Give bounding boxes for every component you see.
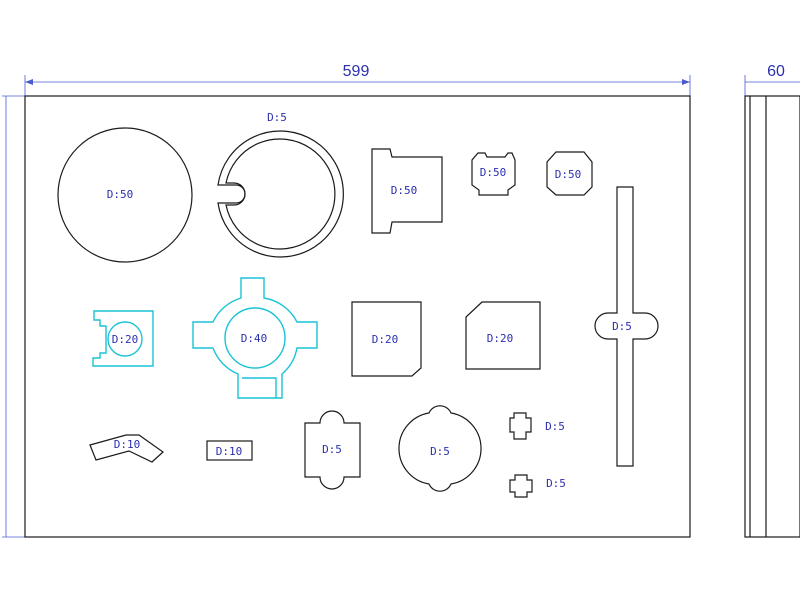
cross-label: D:40 xyxy=(241,332,268,345)
notch-block-label: D:50 xyxy=(391,184,418,197)
small-rect-cutout xyxy=(206,440,253,461)
square-2-cutout xyxy=(465,301,541,370)
bent-bar-cutout xyxy=(89,434,164,463)
small-oct-2-label: D:50 xyxy=(555,168,582,181)
rail-label: D:5 xyxy=(612,320,632,333)
width-label: 599 xyxy=(343,63,370,80)
round-lug-label: D:5 xyxy=(430,445,450,458)
cross-cutout xyxy=(192,277,318,399)
thickness-dimension: 60 xyxy=(744,63,800,96)
ring-top-label: D:5 xyxy=(267,111,287,124)
lug-block-cutout xyxy=(304,410,361,490)
foam-plate-outline xyxy=(24,95,691,538)
tiny-1-label: D:5 xyxy=(545,420,565,433)
thickness-label: 60 xyxy=(767,63,785,80)
small-rect-label: D:10 xyxy=(216,445,243,458)
square-2-label: D:20 xyxy=(487,332,514,345)
side-view xyxy=(744,95,800,538)
tiny-1-cutout xyxy=(509,412,532,440)
tiny-2-cutout xyxy=(509,474,533,498)
round-lug-cutout xyxy=(398,405,482,492)
lug-block-label: D:5 xyxy=(322,443,342,456)
circle-cutout xyxy=(57,127,193,263)
square-1-cutout xyxy=(351,301,422,377)
small-oct-1-label: D:50 xyxy=(480,166,507,179)
height-dimension xyxy=(2,95,25,538)
cyan-clip-cutout xyxy=(92,310,154,367)
small-octagon-1-cutout xyxy=(471,152,516,196)
cyan-clip-label: D:20 xyxy=(112,333,139,346)
small-octagon-2-cutout xyxy=(546,151,593,196)
ring-cutout xyxy=(217,130,344,258)
notch-block-cutout xyxy=(371,148,443,234)
width-dimension: 599 xyxy=(24,63,691,96)
rail-cutout xyxy=(594,186,659,467)
tiny-2-label: D:5 xyxy=(546,477,566,490)
bent-bar-label: D:10 xyxy=(114,438,141,451)
circle-large-label: D:50 xyxy=(107,188,134,201)
square-1-label: D:20 xyxy=(372,333,399,346)
